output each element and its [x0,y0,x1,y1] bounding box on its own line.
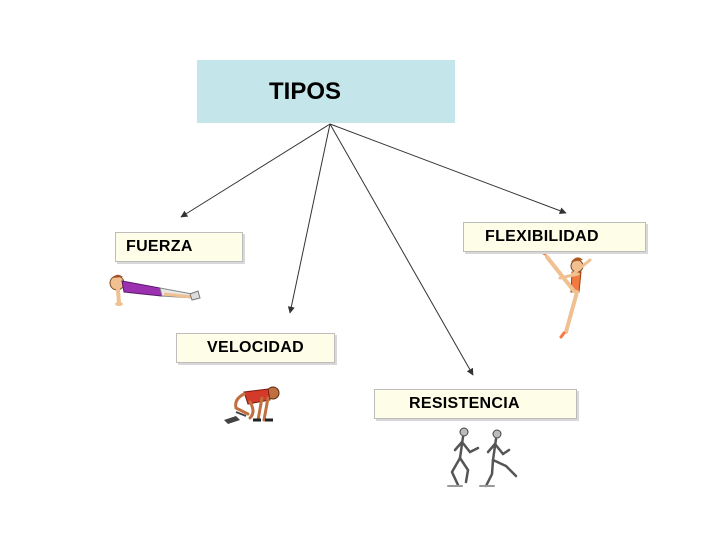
type-node-fuerza: FUERZA [115,232,243,262]
type-node-resistencia: RESISTENCIA [374,389,577,419]
resistencia-label: RESISTENCIA [409,395,520,412]
root-label: TIPOS [269,77,342,105]
arrow-to-resistencia [329,123,474,376]
type-node-velocidad: VELOCIDAD [176,333,335,363]
gymnast-split-figure [538,249,592,339]
pushup-figure [109,274,201,306]
fuerza-label: FUERZA [126,238,193,255]
runners-figure [447,427,518,488]
arrow-to-velocidad [287,123,331,314]
sprinter-start-figure [224,386,280,424]
arrow-to-flexibilidad [329,123,567,215]
flexibilidad-label: FLEXIBILIDAD [485,228,599,245]
velocidad-label: VELOCIDAD [207,339,304,356]
arrow-to-fuerza [180,123,331,218]
type-node-flexibilidad: FLEXIBILIDAD [463,222,646,252]
tipos-root-node: TIPOS [197,60,455,123]
